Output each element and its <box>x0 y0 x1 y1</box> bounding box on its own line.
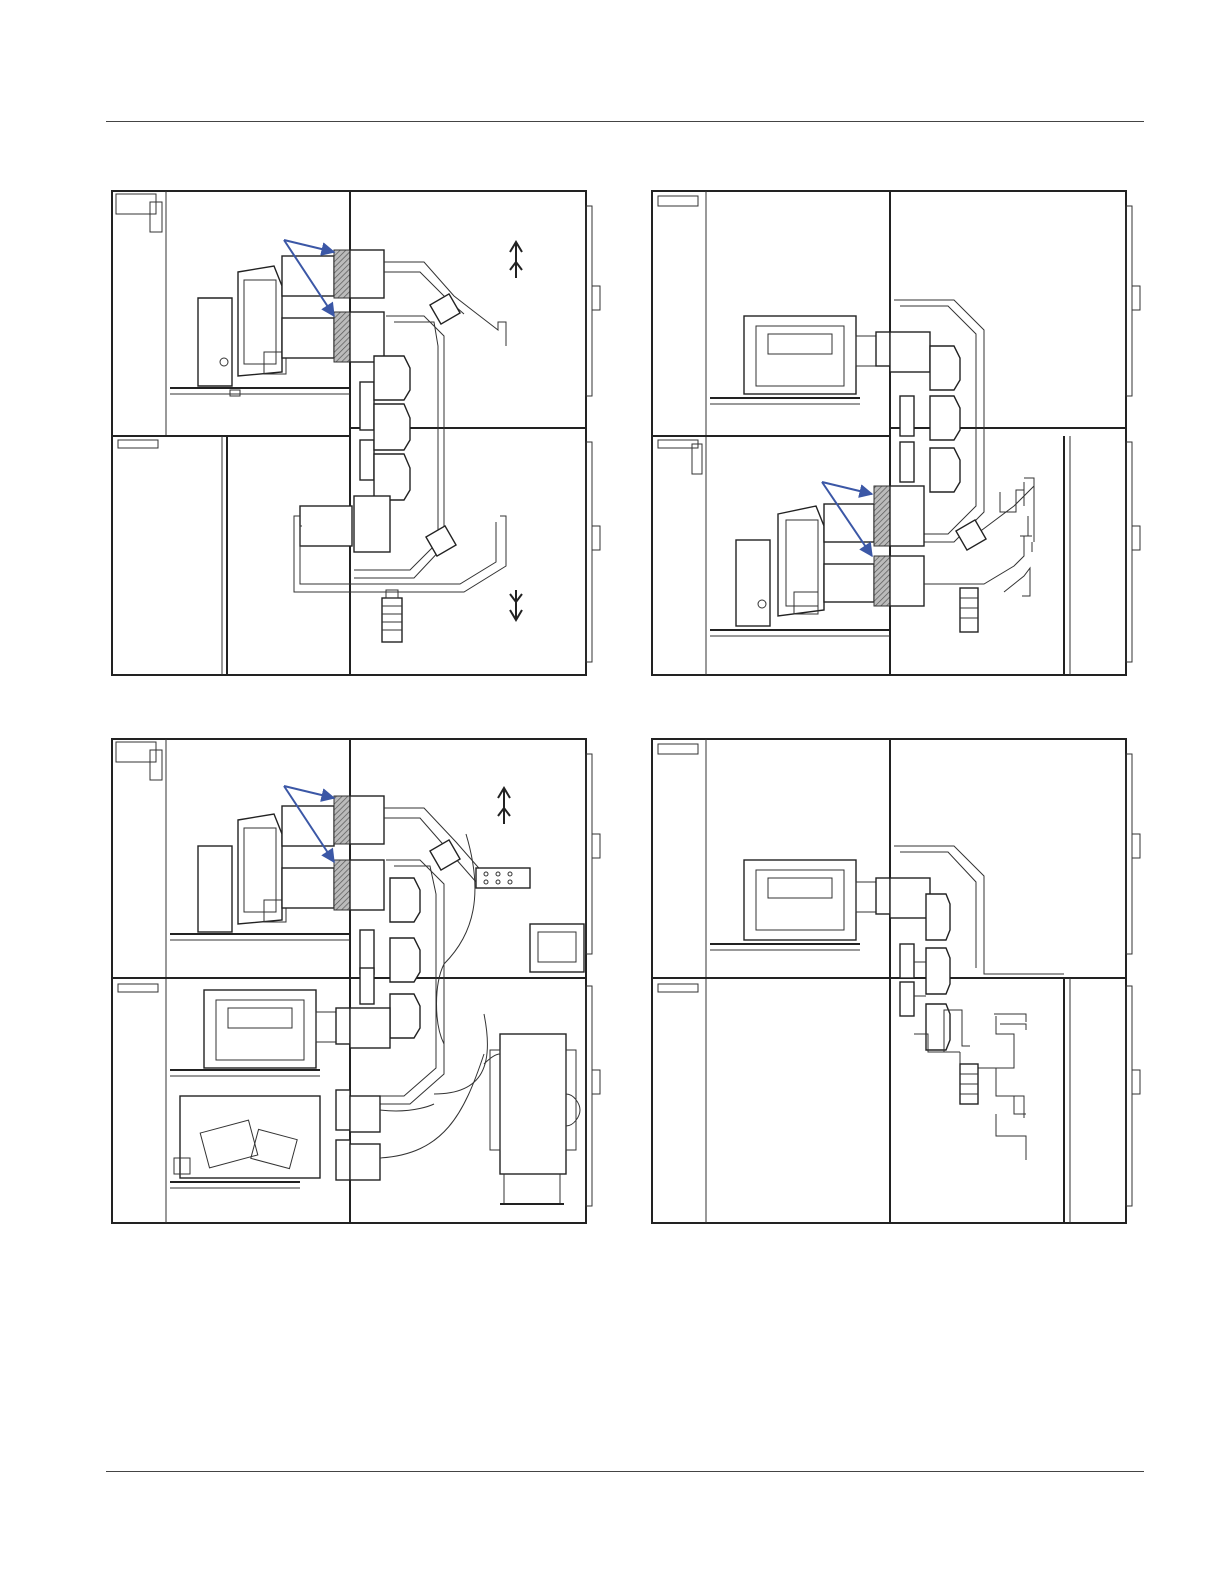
arrow-up-icon <box>510 242 522 278</box>
switchgear-diagram-panel-3 <box>104 734 604 1230</box>
switchgear-diagram-panel-2 <box>644 186 1144 682</box>
header-rule <box>106 121 1144 122</box>
arrow-down-icon <box>510 590 522 620</box>
arrow-up-icon <box>498 788 510 824</box>
switchgear-diagram-panel-1 <box>104 186 604 682</box>
footer-rule <box>106 1471 1144 1472</box>
switchgear-diagram-panel-4 <box>644 734 1144 1230</box>
